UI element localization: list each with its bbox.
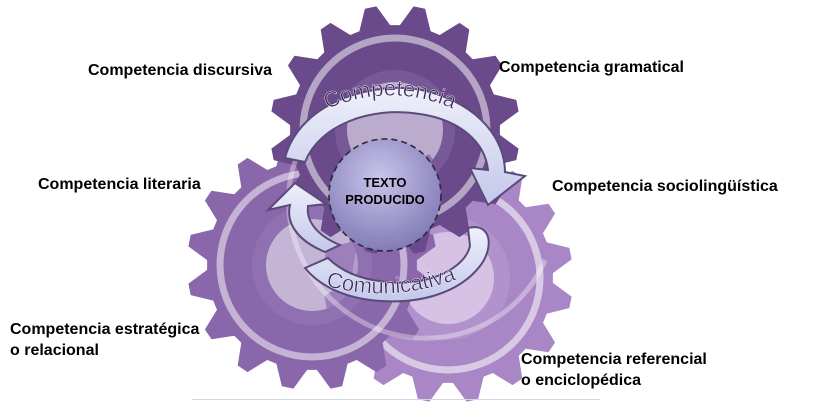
label-estrategica-line2: o relacional <box>10 342 99 359</box>
center-text-line1: TEXTO <box>363 175 406 190</box>
label-gramatical: Competencia gramatical <box>499 59 684 76</box>
arrow-bottom <box>303 226 490 303</box>
label-sociolinguistica: Competencia sociolingüística <box>552 178 778 195</box>
cycle-arrows <box>264 86 528 303</box>
label-literaria: Competencia literaria <box>38 176 201 193</box>
label-referencial-line2: o enciclopédica <box>521 372 642 389</box>
label-discursiva: Competencia discursiva <box>88 62 273 79</box>
arrow-left <box>264 181 343 254</box>
label-referencial-line1: Competencia referencial <box>521 351 707 368</box>
label-estrategica-line1: Competencia estratégica <box>10 321 200 338</box>
arrow-top <box>283 86 528 207</box>
bottom-divider <box>192 399 600 400</box>
center-text-line2: PRODUCIDO <box>345 192 424 207</box>
center-circle: TEXTO PRODUCIDO <box>328 138 442 252</box>
